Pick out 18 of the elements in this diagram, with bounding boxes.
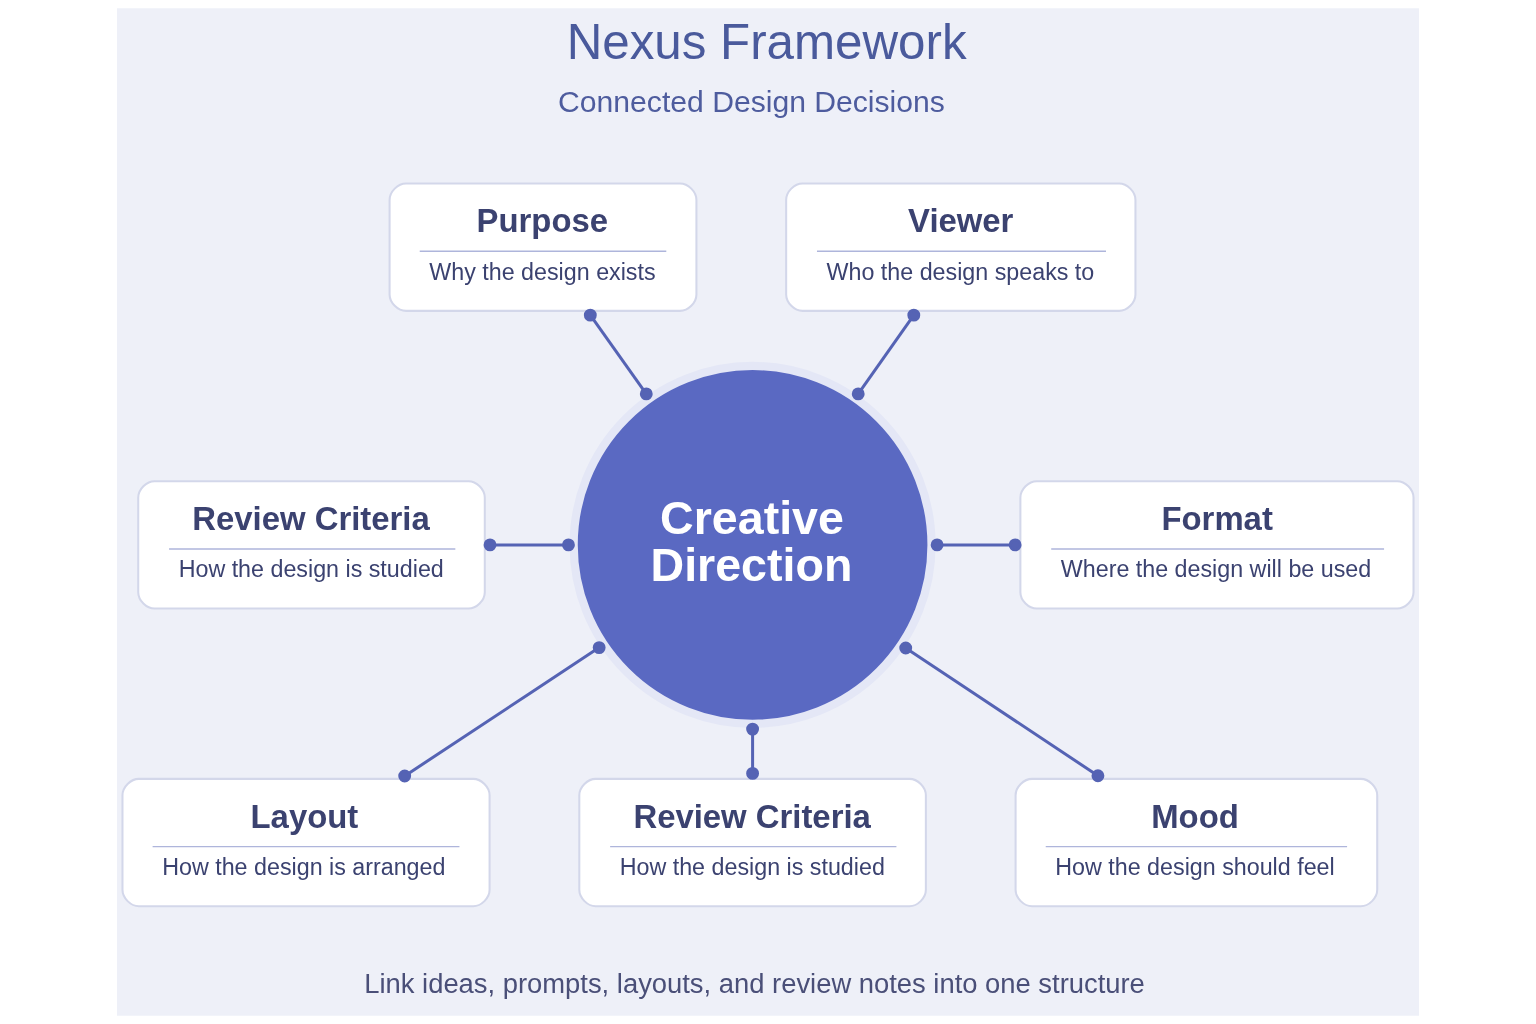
node-box: Mood How the design should feel — [1014, 777, 1379, 908]
connector — [483, 538, 575, 552]
node-box: Purpose Why the design exists — [388, 182, 698, 312]
node-box: Format Where the design will be used — [1019, 480, 1415, 610]
connector — [746, 722, 760, 780]
connector — [930, 538, 1022, 552]
node-box: Viewer Who the design speaks to — [785, 182, 1137, 312]
diagram-title: Nexus Framework — [566, 13, 967, 69]
connector — [398, 641, 606, 783]
node-box: Review Criteria How the design is studied — [578, 777, 927, 908]
node-circle: Creative Direction — [569, 361, 936, 728]
connector — [899, 641, 1105, 783]
node-box: Review Criteria How the design is studied — [137, 480, 486, 610]
label: Connected Design Decisions — [558, 84, 945, 118]
node-box: Layout How the design is arranged — [121, 777, 491, 908]
connector — [583, 308, 653, 401]
caption: Link ideas, prompts, layouts, and review notes into one structure — [364, 967, 1145, 999]
connector — [851, 308, 921, 401]
